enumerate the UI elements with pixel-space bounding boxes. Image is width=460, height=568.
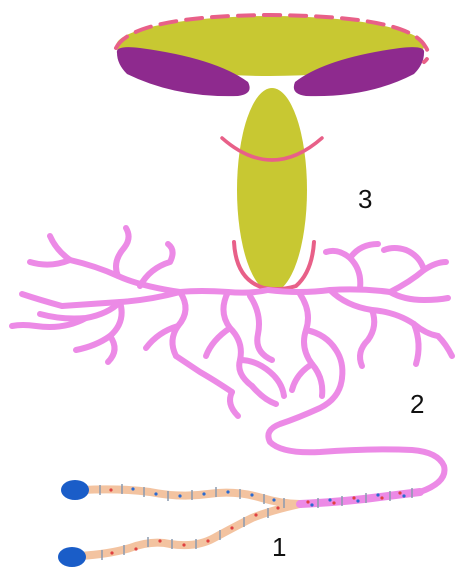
mushroom-stipe — [237, 88, 307, 292]
stage-label-2: 2 — [410, 389, 424, 419]
lower-hypha — [80, 504, 300, 556]
upper-hypha — [82, 489, 300, 504]
stage-label-3: 3 — [358, 184, 372, 214]
germinating-spores — [58, 480, 420, 567]
upper-spore — [61, 480, 89, 500]
lower-spore — [58, 547, 86, 567]
mycelium-network — [12, 228, 452, 492]
stage-label-1: 1 — [272, 532, 286, 562]
